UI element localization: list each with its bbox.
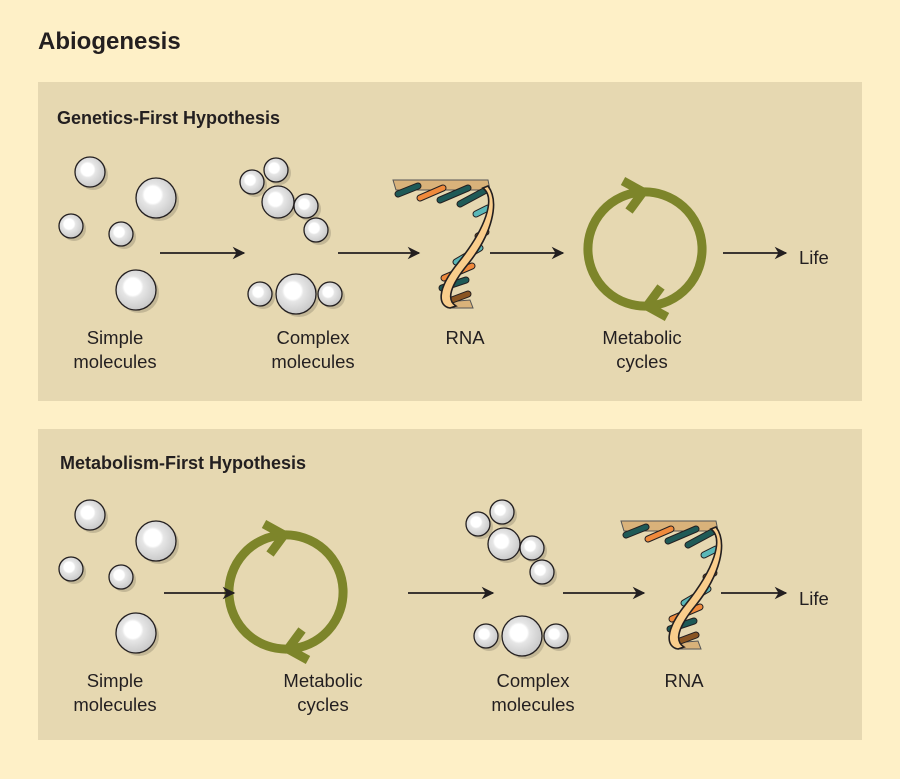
- rna-base: [677, 632, 699, 644]
- panel-title: Metabolism-First Hypothesis: [60, 453, 307, 473]
- molecule: [247, 281, 273, 307]
- molecule: [465, 511, 491, 537]
- molecule: [303, 217, 329, 243]
- molecule: [58, 556, 84, 582]
- step-label: RNA: [445, 327, 485, 348]
- molecule: [489, 499, 515, 525]
- rna-base: [395, 183, 421, 197]
- molecule: [293, 193, 319, 219]
- metabolic-cycle-icon: [583, 177, 707, 321]
- rna-helix-icon: [392, 179, 495, 309]
- molecule: [473, 623, 499, 649]
- rna-helix-icon: [620, 520, 723, 650]
- life-label: Life: [799, 247, 829, 268]
- cycle-arc: [224, 530, 290, 654]
- rna-backbone: [668, 526, 723, 650]
- molecule: [261, 185, 295, 219]
- panel-title: Genetics-First Hypothesis: [57, 108, 281, 128]
- molecule: [239, 169, 265, 195]
- cycle-arrowhead: [281, 627, 311, 664]
- molecule: [74, 156, 106, 188]
- molecule: [135, 520, 177, 562]
- molecule: [529, 559, 555, 585]
- rna-base: [623, 524, 649, 538]
- molecule: [115, 612, 157, 654]
- molecule: [108, 564, 134, 590]
- molecule: [74, 499, 106, 531]
- molecule: [135, 177, 177, 219]
- complex-molecules-icon: [465, 499, 571, 659]
- rna-backbone: [440, 185, 495, 309]
- molecule: [108, 221, 134, 247]
- simple-molecules-icon: [58, 156, 179, 313]
- genetics-first-diagram: [58, 156, 788, 321]
- molecule: [275, 273, 317, 315]
- rna-base: [457, 187, 489, 207]
- molecule: [317, 281, 343, 307]
- rna-base: [645, 526, 674, 542]
- simple-molecules-icon: [58, 499, 179, 656]
- page-title: Abiogenesis: [38, 28, 181, 55]
- rna-base: [437, 185, 471, 203]
- life-label: Life: [799, 588, 829, 609]
- rna-base: [665, 526, 699, 544]
- molecule: [501, 615, 543, 657]
- molecule: [58, 213, 84, 239]
- molecule: [519, 535, 545, 561]
- molecule: [487, 527, 521, 561]
- cycle-arrowhead: [640, 284, 670, 321]
- rna-base: [449, 291, 471, 303]
- rna-base: [701, 546, 719, 558]
- metabolism-first-diagram: [58, 499, 788, 664]
- molecule: [115, 269, 157, 311]
- cycle-arrowhead: [261, 520, 291, 557]
- rna-base: [473, 205, 491, 217]
- cycle-arc: [641, 187, 707, 311]
- molecule: [263, 157, 289, 183]
- complex-molecules-icon: [239, 157, 345, 317]
- cycle-arc: [282, 530, 348, 654]
- cycle-arrowhead: [620, 177, 650, 214]
- cycle-arc: [583, 187, 649, 311]
- rna-base: [417, 185, 446, 201]
- rna-base: [685, 528, 717, 548]
- metabolic-cycle-icon: [224, 520, 348, 664]
- molecule: [543, 623, 569, 649]
- step-label: RNA: [664, 670, 704, 691]
